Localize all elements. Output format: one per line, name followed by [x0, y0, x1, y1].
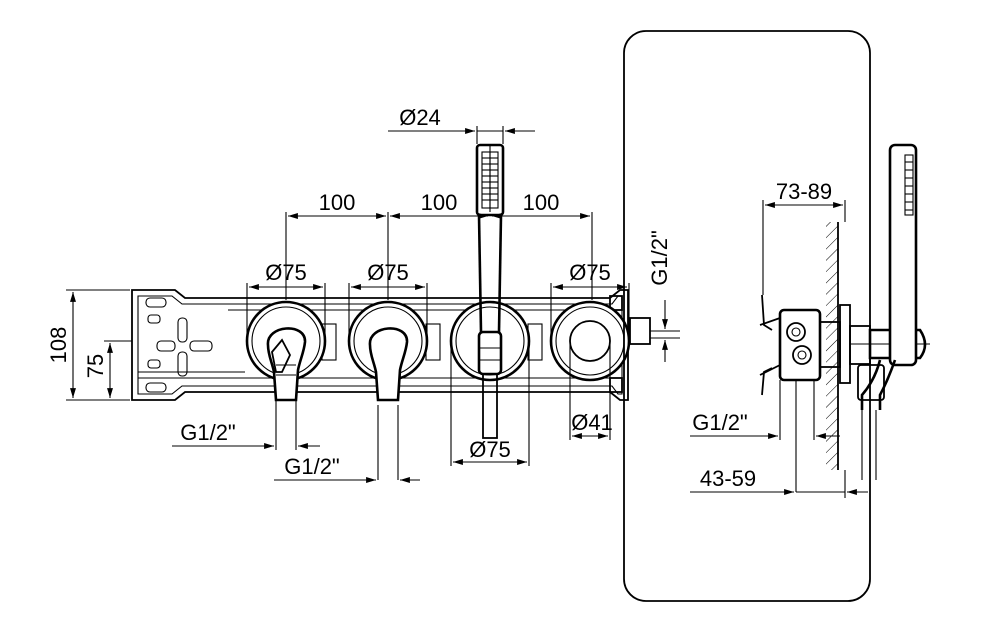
side-inlet-label: G1/2" [692, 410, 748, 435]
left-inlet-label: G1/2" [180, 420, 236, 445]
side-view-frame [623, 30, 871, 602]
spacing-3-label: 100 [523, 190, 560, 215]
handshower-diameter-label: Ø24 [399, 105, 441, 130]
right-inlet-label: G1/2" [647, 230, 672, 286]
install-depth-label: 43-59 [700, 466, 756, 491]
bottom-inlet-label: G1/2" [284, 454, 340, 479]
dimension-rosette-3-diameter: Ø75 [450, 345, 530, 466]
wall-section [826, 222, 839, 470]
rosette-1-diameter-label: Ø75 [265, 260, 307, 285]
dimension-left-inlet: G1/2" [172, 400, 320, 450]
handshower-outlet [449, 143, 531, 439]
wall-depth-label: 73-89 [776, 179, 832, 204]
dimension-spacing: 100 100 100 [285, 145, 593, 300]
front-view: 108 75 100 100 100 Ø24 [46, 105, 680, 483]
dimension-handshower: Ø24 [388, 105, 535, 144]
dimension-rosette-diameters: Ø75 Ø75 Ø75 [246, 260, 630, 341]
valve-body-side [759, 294, 871, 492]
dimension-axis-height: 75 [83, 340, 132, 398]
dimension-install-depth: 43-59 [690, 466, 868, 498]
handshower-side-holes [905, 161, 913, 211]
dimension-plate-height: 108 [46, 289, 130, 401]
mixer-valve-2 [347, 300, 429, 480]
spacing-2-label: 100 [421, 190, 458, 215]
dimension-side-inlet: G1/2" [690, 410, 840, 439]
rosette-3-diameter-label: Ø75 [469, 437, 511, 462]
plate-height-label: 108 [46, 327, 71, 364]
spacing-1-label: 100 [319, 190, 356, 215]
dimension-right-inlet: G1/2" [647, 230, 672, 362]
handshower-side [850, 143, 930, 480]
axis-height-label: 75 [83, 354, 108, 378]
dimension-wall-depth: 73-89 [762, 179, 846, 295]
rosette-4-diameter-label: Ø75 [569, 260, 611, 285]
side-view: 73-89 [623, 30, 930, 602]
dimension-outlet: Ø41 [569, 345, 613, 440]
diverter-rosette [549, 300, 631, 382]
rosette-2-diameter-label: Ø75 [367, 260, 409, 285]
outlet-diameter-label: Ø41 [571, 410, 613, 435]
dimension-bottom-inlet: G1/2" [274, 454, 420, 483]
mixer-valve-1 [245, 300, 327, 402]
